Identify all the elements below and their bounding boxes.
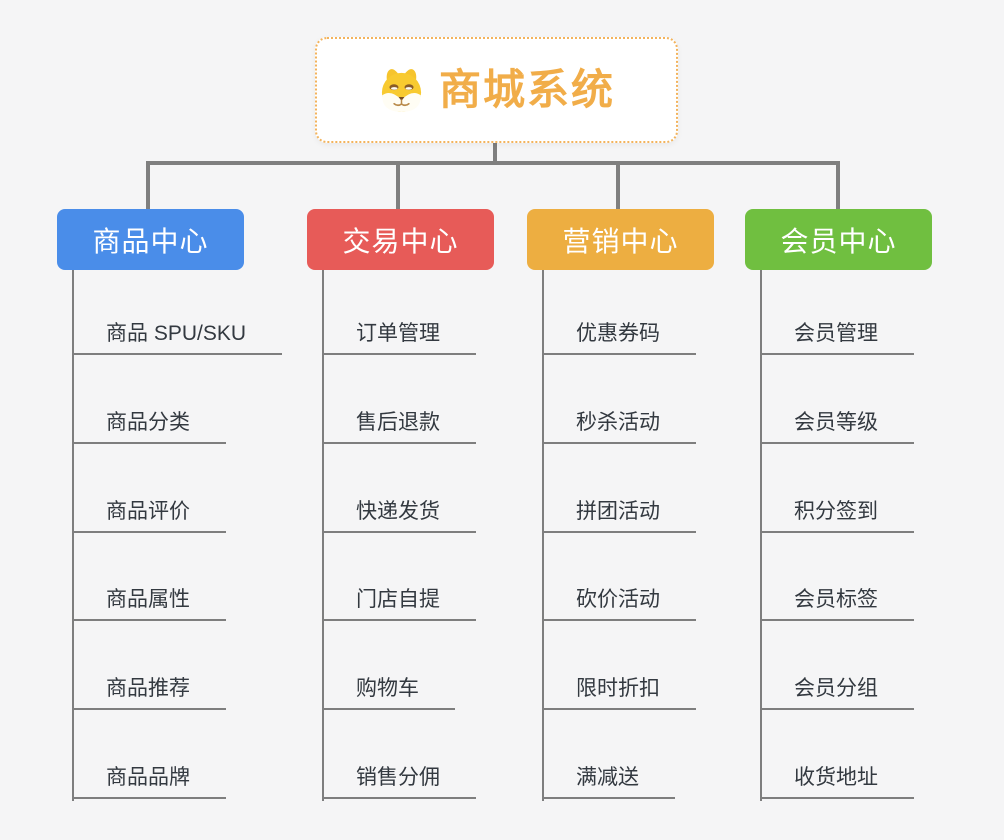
- branch-trunk-line: [72, 270, 74, 801]
- root-topic-title: 商城系统: [438, 66, 615, 113]
- branch-topic-item[interactable]: 门店自提: [322, 587, 476, 621]
- branch-drop-line: [836, 161, 840, 210]
- branch-topic-item[interactable]: 商品 SPU/SKU: [72, 321, 283, 355]
- root-topic[interactable]: 商城系统: [315, 37, 678, 143]
- branch-topic-item[interactable]: 限时折扣: [542, 676, 696, 710]
- branch-header-3[interactable]: 会员中心: [745, 209, 932, 270]
- dog-face-icon: [381, 68, 422, 112]
- branch-header-2[interactable]: 营销中心: [527, 209, 714, 270]
- branch-header-label: 交易中心: [342, 225, 459, 257]
- branch-topic-item[interactable]: 会员标签: [760, 587, 914, 621]
- branch-topic-item[interactable]: 收货地址: [760, 765, 914, 799]
- branch-topic-item[interactable]: 砍价活动: [542, 587, 696, 621]
- branch-topic-item[interactable]: 商品分类: [72, 410, 226, 444]
- branch-bus-line: [146, 161, 840, 165]
- branch-topic-item[interactable]: 快递发货: [322, 499, 476, 533]
- branch-header-1[interactable]: 交易中心: [307, 209, 494, 270]
- branch-topic-item[interactable]: 商品评价: [72, 499, 226, 533]
- branch-topic-item[interactable]: 购物车: [322, 676, 455, 710]
- branch-topic-item[interactable]: 商品属性: [72, 587, 226, 621]
- branch-topic-item[interactable]: 会员等级: [760, 410, 914, 444]
- branch-topic-item[interactable]: 商品推荐: [72, 676, 226, 710]
- branch-topic-item[interactable]: 商品品牌: [72, 765, 226, 799]
- branch-topic-item[interactable]: 秒杀活动: [542, 410, 696, 444]
- branch-topic-item[interactable]: 积分签到: [760, 499, 914, 533]
- branch-header-label: 商品中心: [92, 225, 209, 257]
- branch-header-label: 营销中心: [562, 225, 679, 257]
- branch-topic-item[interactable]: 满减送: [542, 765, 675, 799]
- branch-topic-item[interactable]: 拼团活动: [542, 499, 696, 533]
- root-connector-line: [493, 143, 497, 163]
- branch-topic-item[interactable]: 会员管理: [760, 321, 914, 355]
- branch-header-0[interactable]: 商品中心: [57, 209, 244, 270]
- branch-trunk-line: [760, 270, 762, 801]
- branch-drop-line: [396, 161, 400, 210]
- branch-trunk-line: [542, 270, 544, 801]
- branch-drop-line: [616, 161, 620, 210]
- branch-topic-item[interactable]: 售后退款: [322, 410, 476, 444]
- branch-topic-item[interactable]: 订单管理: [322, 321, 476, 355]
- branch-topic-item[interactable]: 会员分组: [760, 676, 914, 710]
- branch-header-label: 会员中心: [780, 225, 897, 257]
- branch-topic-item[interactable]: 优惠券码: [542, 321, 696, 355]
- branch-topic-item[interactable]: 销售分佣: [322, 765, 476, 799]
- branch-drop-line: [146, 161, 150, 210]
- branch-trunk-line: [322, 270, 324, 801]
